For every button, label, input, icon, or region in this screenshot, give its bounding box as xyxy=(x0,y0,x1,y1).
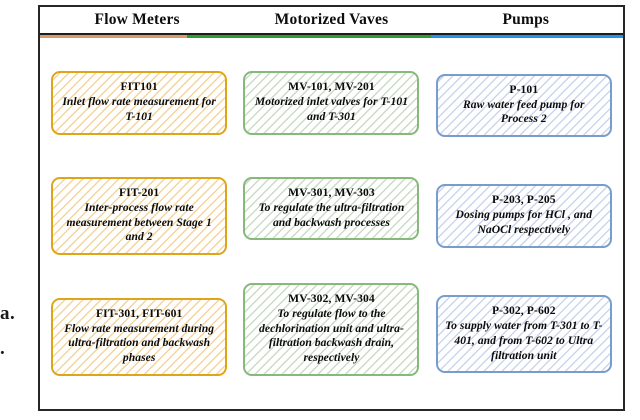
card-mv-302-mv-304[interactable]: MV-302, MV-304 To regulate flow to the d… xyxy=(243,282,420,376)
page-bleed-fragment-bottom: . xyxy=(0,338,5,359)
accent-segment-flow-meters xyxy=(40,35,187,38)
card-title: P-101 xyxy=(509,82,539,96)
column-flow-meters: FIT101 Inlet flow rate measurement for T… xyxy=(48,38,230,403)
card-title: FIT101 xyxy=(120,80,158,94)
card-p-101[interactable]: P-101 Raw water feed pump for Process 2 xyxy=(435,73,612,137)
card-description: To supply water from T-301 to T-401, and… xyxy=(445,319,603,362)
card-title: MV-301, MV-303 xyxy=(288,186,375,200)
card-description: Inter-process flow rate measurement betw… xyxy=(66,200,212,244)
card-title: MV-302, MV-304 xyxy=(288,291,375,305)
card-description: Raw water feed pump for Process 2 xyxy=(463,97,585,126)
card-title: P-203, P-205 xyxy=(491,193,556,207)
component-table: Flow Meters Motorized Vaves Pumps FIT101… xyxy=(38,5,625,411)
column-motorized-valves: MV-101, MV-201 Motorized inlet valves fo… xyxy=(240,38,422,403)
header-accent-bar xyxy=(40,35,623,38)
page-bleed-fragment-top: a. xyxy=(0,303,16,324)
column-header-pumps: Pumps xyxy=(502,11,550,28)
accent-segment-pumps xyxy=(430,35,623,38)
card-title: FIT-201 xyxy=(119,186,160,200)
card-description: Flow rate measurement during ultra-filtr… xyxy=(64,321,215,364)
card-title: FIT-301, FIT-601 xyxy=(95,306,183,320)
card-description: To regulate the ultra-filtration and bac… xyxy=(258,200,405,229)
column-header-flow-meters: Flow Meters xyxy=(94,11,180,28)
column-header-motorized-valves: Motorized Vaves xyxy=(274,11,389,28)
card-mv-301-mv-303[interactable]: MV-301, MV-303 To regulate the ultra-fil… xyxy=(243,177,420,241)
card-fit-301-fit-601[interactable]: FIT-301, FIT-601 Flow rate measurement d… xyxy=(51,297,228,376)
header-divider-rule xyxy=(40,33,623,35)
card-fit-201[interactable]: FIT-201 Inter-process flow rate measurem… xyxy=(51,177,228,256)
card-fit101[interactable]: FIT101 Inlet flow rate measurement for T… xyxy=(51,71,228,135)
column-pumps: P-101 Raw water feed pump for Process 2 … xyxy=(433,38,615,403)
card-grid: FIT101 Inlet flow rate measurement for T… xyxy=(40,38,623,409)
card-p-203-p-205[interactable]: P-203, P-205 Dosing pumps for HCl , and … xyxy=(435,184,612,248)
table-header-row: Flow Meters Motorized Vaves Pumps xyxy=(40,7,623,33)
card-p-302-p-602[interactable]: P-302, P-602 To supply water from T-301 … xyxy=(435,295,612,374)
card-description: Motorized inlet valves for T-101 and T-3… xyxy=(254,95,409,123)
accent-segment-motorized-valves xyxy=(186,35,431,38)
card-description: Dosing pumps for HCl , and NaOCl respect… xyxy=(455,208,593,237)
card-title: MV-101, MV-201 xyxy=(288,80,375,94)
card-mv-101-mv-201[interactable]: MV-101, MV-201 Motorized inlet valves fo… xyxy=(243,71,420,135)
card-title: P-302, P-602 xyxy=(491,304,556,318)
card-description: To regulate flow to the dechlorination u… xyxy=(259,306,404,364)
card-description: Inlet flow rate measurement for T-101 xyxy=(62,95,216,123)
